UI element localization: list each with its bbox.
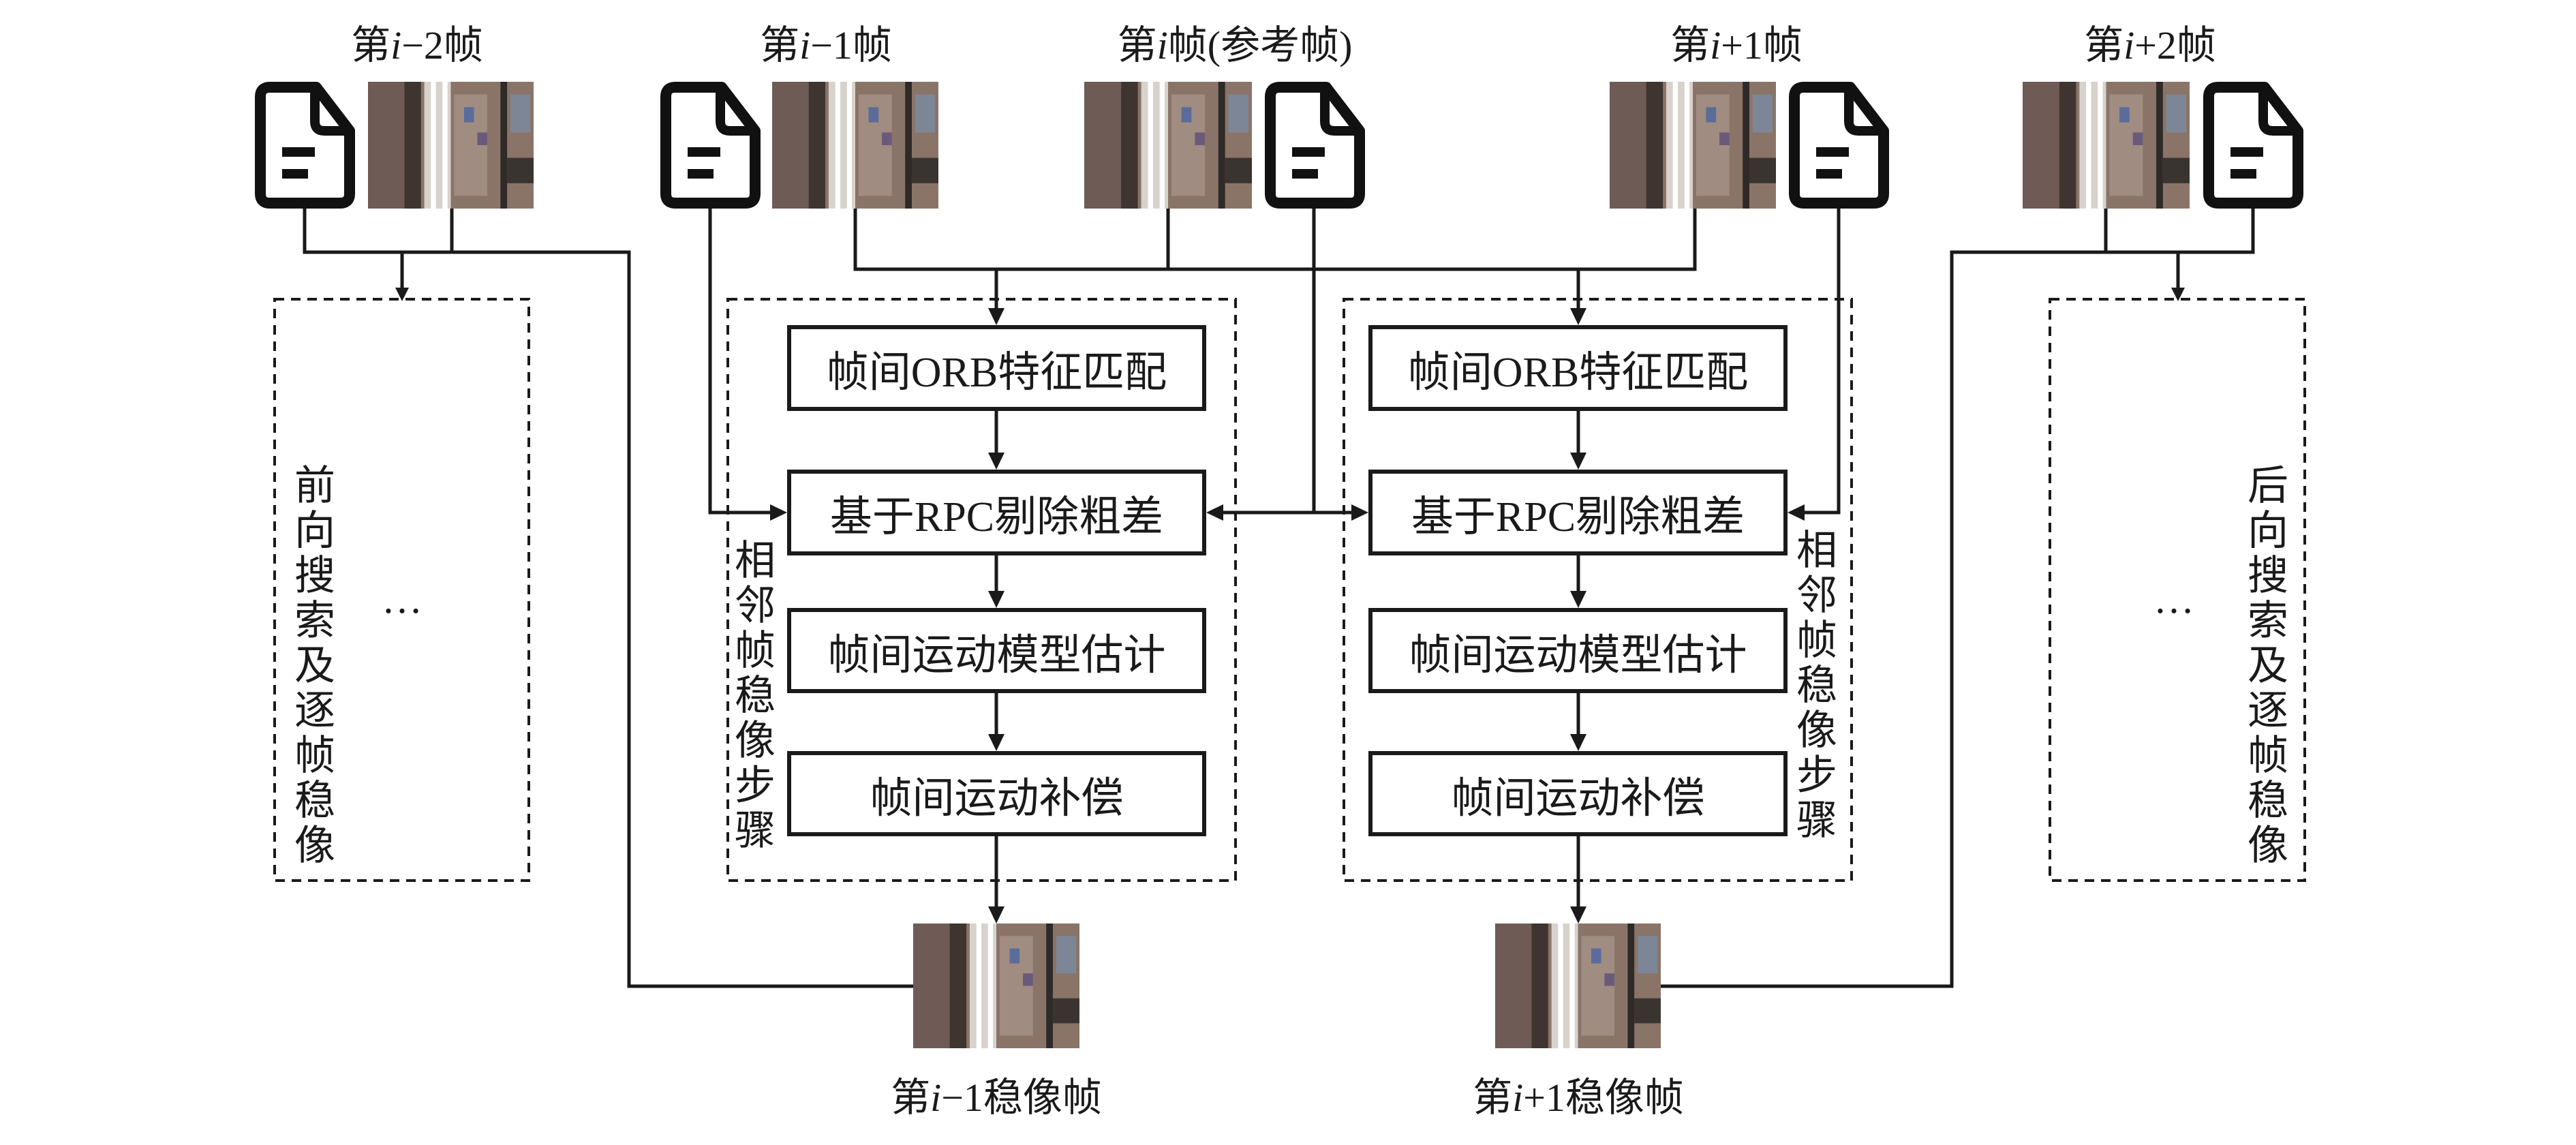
satellite-image-icon	[772, 82, 938, 209]
arrowhead-left-2	[988, 453, 1005, 470]
left-step-motion-compensation: 帧间运动补偿	[787, 751, 1206, 836]
arrowhead-bidir-left	[1206, 504, 1223, 521]
frame-label-i-minus-1: 第i−1帧	[760, 23, 892, 67]
arrowhead-left-rpc-in	[770, 504, 787, 521]
satellite-image-icon	[1610, 82, 1776, 209]
backward-search-ellipsis: …	[2153, 577, 2194, 622]
forward-search-ellipsis: …	[382, 577, 423, 622]
arrowhead-right-3	[1570, 591, 1586, 608]
arrowhead-forward	[395, 288, 409, 301]
right-pipeline-side-label: 相邻帧稳像步骤	[1796, 528, 1837, 843]
arrowhead-left-4	[988, 734, 1005, 751]
right-step-rpc-outlier-removal: 基于RPC剔除粗差	[1368, 470, 1788, 555]
arrowhead-right-orb	[1570, 308, 1586, 325]
wire-ref-bus	[853, 209, 1697, 271]
wire-i-2-doc	[303, 209, 454, 254]
frame-label-i-plus-1: 第i+1帧	[1670, 23, 1803, 67]
arrowhead-right-rpc-in	[1788, 504, 1805, 521]
document-icon	[660, 82, 761, 209]
output-label-i-plus-1: 第i+1稳像帧	[1473, 1075, 1684, 1120]
wire-i+1-doc-to-rpc	[1799, 209, 1841, 515]
arrowhead-backward	[2171, 288, 2185, 301]
document-icon	[1265, 82, 1365, 209]
backward-search-box	[2049, 298, 2306, 882]
right-step-motion-compensation: 帧间运动补偿	[1368, 751, 1788, 836]
left-step-rpc-outlier-removal: 基于RPC剔除粗差	[787, 470, 1206, 555]
arrowhead-right-2	[1570, 453, 1586, 470]
document-icon	[1789, 82, 1889, 209]
document-icon	[255, 82, 355, 209]
arrowhead-left-3	[988, 591, 1005, 608]
arrowhead-left-out	[988, 906, 1005, 923]
backward-search-label: 后向搜索及逐帧稳像	[2248, 463, 2288, 868]
arrowhead-right-4	[1570, 734, 1586, 751]
frame-label-i-minus-2: 第i−2帧	[351, 23, 483, 67]
wire-i-1-doc-to-rpc	[708, 209, 777, 515]
satellite-image-icon	[1084, 82, 1252, 209]
wire-i-2-to-left-output	[452, 250, 913, 988]
forward-search-box	[273, 298, 530, 882]
arrowhead-left-orb	[988, 308, 1005, 325]
wire-i+2-to-right-output	[1661, 250, 2106, 988]
right-step-motion-model-estimation: 帧间运动模型估计	[1368, 608, 1788, 693]
left-pipeline-side-label: 相邻帧稳像步骤	[735, 538, 776, 853]
forward-search-label: 前向搜索及逐帧稳像	[294, 463, 335, 868]
document-icon	[2203, 82, 2303, 209]
left-pipeline-box	[726, 298, 1237, 882]
satellite-image-icon	[913, 923, 1079, 1048]
left-step-motion-model-estimation: 帧间运动模型估计	[787, 608, 1206, 693]
arrowhead-right-out	[1570, 906, 1586, 923]
output-label-i-minus-1: 第i−1稳像帧	[891, 1075, 1102, 1120]
frame-label-i-reference: 第i帧(参考帧)	[1117, 23, 1353, 67]
satellite-image-icon	[1495, 923, 1661, 1048]
frame-label-i-plus-2: 第i+2帧	[2084, 23, 2216, 67]
right-step-orb-matching: 帧间ORB特征匹配	[1368, 325, 1788, 411]
left-step-orb-matching: 帧间ORB特征匹配	[787, 325, 1206, 411]
arrowhead-bidir-right	[1351, 504, 1368, 521]
satellite-image-icon	[368, 82, 534, 209]
wire-i+2-doc	[2104, 209, 2255, 254]
satellite-image-icon	[2023, 82, 2190, 209]
right-pipeline-box	[1343, 298, 1853, 882]
